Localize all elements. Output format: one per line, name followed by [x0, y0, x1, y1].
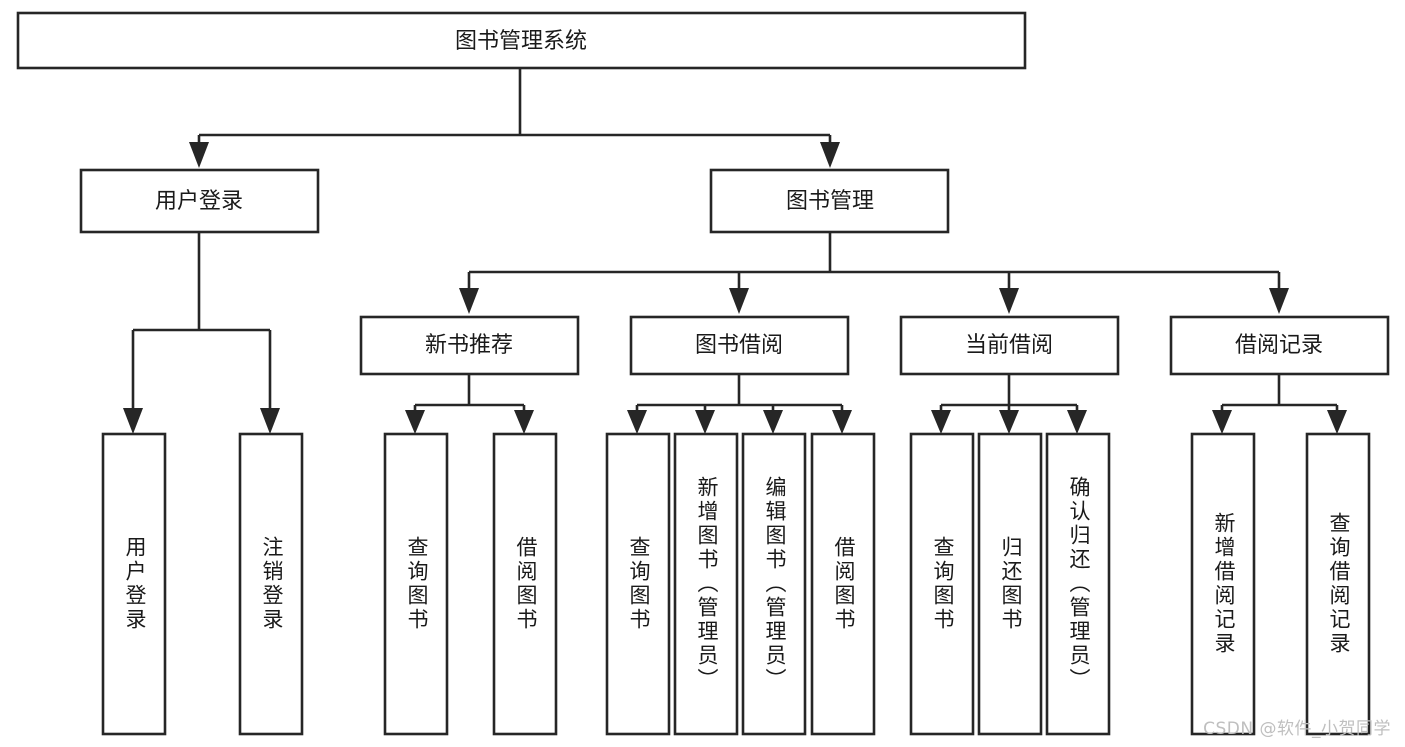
- node-leaf-borrow-query-label: 查询图书: [627, 536, 651, 632]
- node-login[interactable]: 用户登录: [79, 168, 320, 234]
- node-newbook[interactable]: 新书推荐: [359, 315, 580, 376]
- node-leaf-current-query-label: 查询图书: [931, 536, 955, 632]
- node-leaf-borrow-lend-box[interactable]: [810, 432, 876, 736]
- node-leaf-borrow-lend[interactable]: 借阅图书: [810, 432, 876, 736]
- node-records[interactable]: 借阅记录: [1169, 315, 1390, 376]
- node-borrow-label: 图书借阅: [695, 333, 783, 358]
- node-leaf-current-return[interactable]: 归还图书: [977, 432, 1043, 736]
- arrowhead-current: [999, 288, 1019, 314]
- node-leaf-new-borrow[interactable]: 借阅图书: [492, 432, 558, 736]
- node-root[interactable]: 图书管理系统: [16, 11, 1027, 70]
- node-leaf-borrow-query[interactable]: 查询图书: [605, 432, 671, 736]
- node-leaf-new-borrow-label: 借阅图书: [514, 536, 538, 632]
- node-leaf-current-confirm-label: 确认归还（管理员）: [1067, 476, 1091, 692]
- node-newbook-box[interactable]: [359, 315, 580, 376]
- node-bookmgmt-label: 图书管理: [786, 189, 874, 214]
- node-leaf-current-confirm[interactable]: 确认归还（管理员）: [1045, 432, 1111, 736]
- node-leaf-user-login-box[interactable]: [101, 432, 167, 736]
- node-leaf-current-confirm-box[interactable]: [1045, 432, 1111, 736]
- node-leaf-record-add[interactable]: 新增借阅记录: [1190, 432, 1256, 736]
- arrowhead-bookmgmt: [820, 142, 840, 168]
- node-leaf-borrow-edit-label: 编辑图书（管理员）: [763, 476, 787, 692]
- node-login-box[interactable]: [79, 168, 320, 234]
- arrowhead-login: [189, 142, 209, 168]
- node-current[interactable]: 当前借阅: [899, 315, 1120, 376]
- node-leaf-record-query[interactable]: 查询借阅记录: [1305, 432, 1371, 736]
- arrowhead-records: [1269, 288, 1289, 314]
- node-current-label: 当前借阅: [965, 333, 1053, 358]
- node-leaf-user-logout-box[interactable]: [238, 432, 304, 736]
- node-records-box[interactable]: [1169, 315, 1390, 376]
- node-leaf-borrow-add-box[interactable]: [673, 432, 739, 736]
- node-leaf-record-add-box[interactable]: [1190, 432, 1256, 736]
- node-leaf-current-query-box[interactable]: [909, 432, 975, 736]
- arrowhead-leaf-borrow-query: [627, 410, 647, 434]
- node-leaf-current-return-box[interactable]: [977, 432, 1043, 736]
- arrowhead-leaf-record-query: [1327, 410, 1347, 434]
- arrowhead-borrow: [729, 288, 749, 314]
- node-leaf-borrow-lend-label: 借阅图书: [832, 536, 856, 632]
- node-leaf-borrow-query-box[interactable]: [605, 432, 671, 736]
- node-leaf-borrow-add-label: 新增图书（管理员）: [695, 476, 719, 692]
- node-records-label: 借阅记录: [1235, 333, 1323, 358]
- node-leaf-borrow-add[interactable]: 新增图书（管理员）: [673, 432, 739, 736]
- arrowhead-leaf-current-query: [931, 410, 951, 434]
- node-leaf-record-add-label: 新增借阅记录: [1212, 512, 1236, 656]
- node-newbook-label: 新书推荐: [425, 333, 513, 358]
- arrowhead-leaf-borrow-edit: [763, 410, 783, 434]
- node-leaf-new-borrow-box[interactable]: [492, 432, 558, 736]
- arrowhead-leaf-record-add: [1212, 410, 1232, 434]
- node-root-label: 图书管理系统: [455, 29, 587, 54]
- node-bookmgmt-box[interactable]: [709, 168, 950, 234]
- node-borrow[interactable]: 图书借阅: [629, 315, 850, 376]
- arrowhead-leaf-current-return: [999, 410, 1019, 434]
- node-leaf-record-query-box[interactable]: [1305, 432, 1371, 736]
- arrowhead-leaf-borrow-add: [695, 410, 715, 434]
- node-leaf-current-return-label: 归还图书: [999, 536, 1023, 632]
- arrowhead-leaf-new-query: [405, 410, 425, 434]
- edges-layer: [123, 68, 1347, 434]
- node-leaf-current-query[interactable]: 查询图书: [909, 432, 975, 736]
- arrowhead-leaf-user-logout: [260, 408, 280, 434]
- arrowhead-leaf-user-login: [123, 408, 143, 434]
- node-leaf-borrow-edit[interactable]: 编辑图书（管理员）: [741, 432, 807, 736]
- node-current-box[interactable]: [899, 315, 1120, 376]
- arrowhead-leaf-current-confirm: [1067, 410, 1087, 434]
- node-leaf-user-logout[interactable]: 注销登录: [238, 432, 304, 736]
- node-leaf-user-logout-label: 注销登录: [260, 536, 284, 632]
- node-leaf-new-query-box[interactable]: [383, 432, 449, 736]
- node-borrow-box[interactable]: [629, 315, 850, 376]
- node-leaf-borrow-edit-box[interactable]: [741, 432, 807, 736]
- node-leaf-user-login[interactable]: 用户登录: [101, 432, 167, 736]
- node-leaf-new-query-label: 查询图书: [405, 536, 429, 632]
- node-leaf-new-query[interactable]: 查询图书: [383, 432, 449, 736]
- node-bookmgmt[interactable]: 图书管理: [709, 168, 950, 234]
- node-login-label: 用户登录: [155, 189, 243, 214]
- arrowhead-leaf-new-borrow: [514, 410, 534, 434]
- arrowhead-newbook: [459, 288, 479, 314]
- node-leaf-user-login-label: 用户登录: [123, 536, 147, 632]
- node-leaf-record-query-label: 查询借阅记录: [1327, 512, 1351, 656]
- node-root-box[interactable]: [16, 11, 1027, 70]
- arrowhead-leaf-borrow-lend: [832, 410, 852, 434]
